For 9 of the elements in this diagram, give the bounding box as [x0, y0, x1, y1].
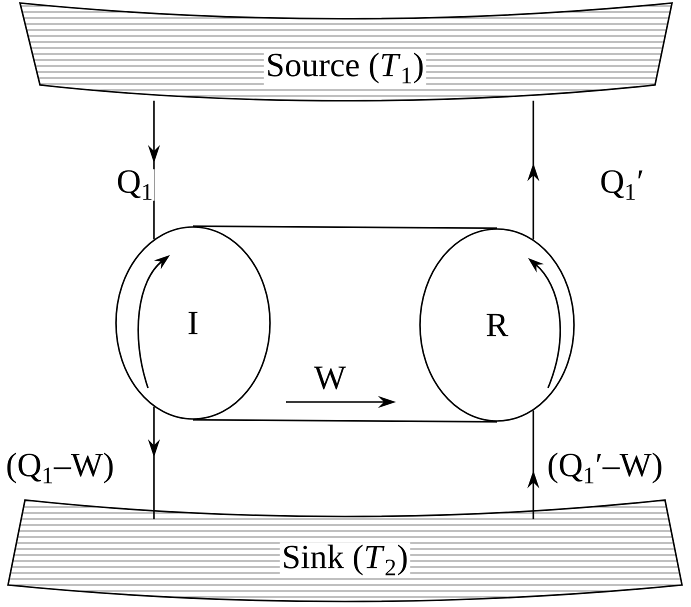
sink-band: Sink (T$_{2}$) [7, 499, 683, 602]
connecting-line [193, 225, 497, 229]
edge-label: Q$_{1}$′ [598, 169, 646, 201]
edge-label: (Q$_{1}$–W) [4, 452, 116, 484]
edge-label: Q$_{1}$ [116, 169, 154, 201]
connecting-line [193, 419, 498, 423]
edge-label: (Q$_{1}$′–W) [546, 452, 664, 484]
source-band: Source (T$_{1}$) [19, 2, 673, 102]
work-label: W [314, 366, 346, 390]
